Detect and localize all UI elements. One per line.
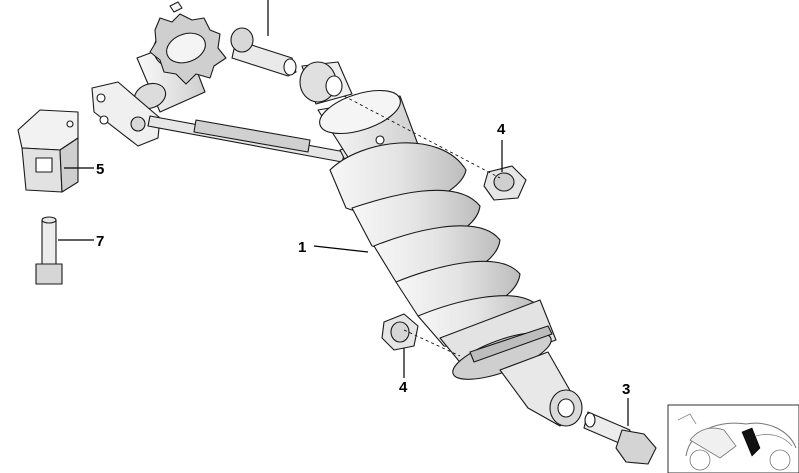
callout-7: 7	[96, 233, 104, 250]
callout-5: 5	[96, 161, 104, 178]
callout-4-upper: 4	[497, 121, 506, 138]
callout-3: 3	[622, 381, 630, 398]
shock-absorber	[299, 61, 583, 427]
socket-head-screw	[35, 216, 63, 285]
motorcycle-location-inset	[667, 404, 799, 473]
lower-mounting-bolt	[583, 411, 657, 465]
callout-labels: 1 3 4 4 5 7	[96, 121, 630, 398]
mounting-bracket-plate	[91, 81, 161, 147]
callout-1: 1	[298, 239, 306, 256]
upper-mounting-bolt	[230, 27, 297, 77]
nut-upper	[483, 165, 527, 201]
side-bracket	[17, 109, 79, 193]
reservoir-adjuster	[133, 1, 227, 113]
leader-lines	[58, 0, 629, 426]
callout-4-lower: 4	[399, 379, 408, 396]
nut-lower	[381, 313, 419, 351]
